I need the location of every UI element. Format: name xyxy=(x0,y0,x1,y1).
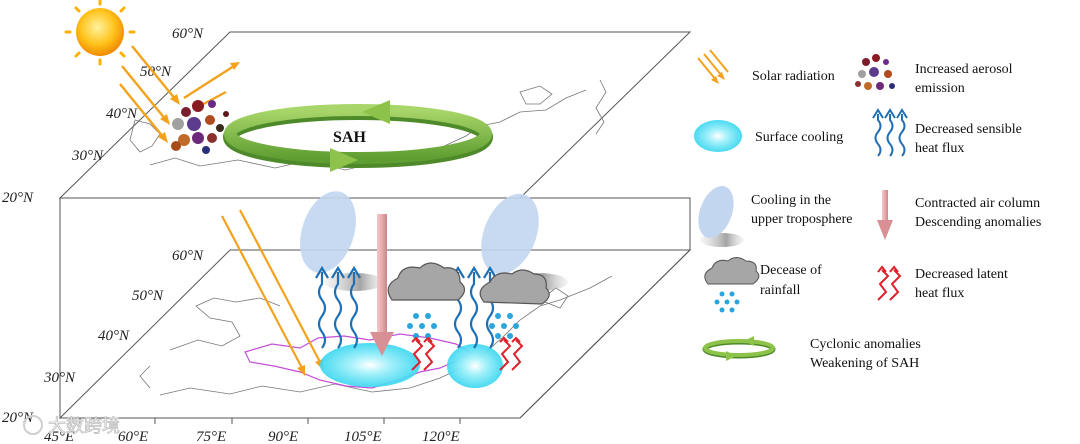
upper-lat-label: 20°N xyxy=(2,190,34,206)
legend-sensible-heat-icon xyxy=(872,108,908,157)
upper-lat-label: 40°N xyxy=(106,106,138,122)
upper-lat-labels: 60°N 50°N 40°N 30°N 20°N xyxy=(2,26,204,206)
upper-lat-label: 50°N xyxy=(140,64,172,80)
sun-icon xyxy=(64,0,136,66)
lower-lat-label: 30°N xyxy=(43,370,76,386)
legend-label: emission xyxy=(915,81,965,96)
legend-label: Decreased sensible xyxy=(915,122,1022,137)
lower-lat-label: 60°N xyxy=(172,248,204,264)
lower-lat-labels: 60°N 50°N 40°N 30°N 20°N xyxy=(2,248,204,426)
upper-lat-label: 30°N xyxy=(71,148,104,164)
legend-rain-cloud-icon xyxy=(704,257,760,313)
descending-arrow xyxy=(370,214,394,356)
legend-surface-cooling-icon xyxy=(694,120,742,152)
legend-label: Weakening of SAH xyxy=(810,356,919,371)
upper-solar-arrows xyxy=(119,45,240,143)
legend-label: heat flux xyxy=(915,286,964,301)
lower-lat-label: 20°N xyxy=(2,410,34,426)
lower-lat-label: 40°N xyxy=(98,328,130,344)
lon-label: 75°E xyxy=(196,429,226,444)
watermark: 大数跨境 xyxy=(23,415,120,437)
lon-label: 60°E xyxy=(118,429,148,444)
lower-lat-label: 50°N xyxy=(132,288,164,304)
legend-label: Decease of xyxy=(760,263,822,278)
lower-plane xyxy=(58,197,692,419)
legend-label: Cooling in the xyxy=(751,193,831,208)
legend-label: Decreased latent xyxy=(915,267,1008,282)
legend-label: Cyclonic anomalies xyxy=(810,337,921,352)
lower-coastline xyxy=(139,275,613,396)
upper-lat-label: 60°N xyxy=(172,26,204,42)
legend-latent-heat-icon xyxy=(877,265,902,301)
legend: Solar radiation Increased aerosol emissi… xyxy=(694,49,1041,371)
legend-label: upper troposphere xyxy=(751,212,852,227)
lower-map-plane xyxy=(58,249,692,419)
surface-cooling xyxy=(320,343,503,388)
rain-cloud-right xyxy=(479,269,550,339)
lon-ticks xyxy=(79,418,461,424)
lon-label: 105°E xyxy=(344,429,382,444)
legend-label: Increased aerosol xyxy=(915,62,1013,77)
legend-label: Descending anomalies xyxy=(915,215,1041,230)
legend-cyclonic-ring-icon xyxy=(702,336,776,361)
lon-label: 120°E xyxy=(422,429,460,444)
aerosol-cluster xyxy=(171,100,229,154)
legend-aerosol-icon xyxy=(855,54,895,90)
lon-label: 90°E xyxy=(268,429,298,444)
legend-label: Surface cooling xyxy=(755,130,843,145)
sensible-heat-waves-left xyxy=(315,265,361,349)
lon-label: 45°E xyxy=(44,429,74,444)
sah-label: SAH xyxy=(333,129,366,146)
rain-cloud-left xyxy=(387,262,466,339)
legend-label: rainfall xyxy=(760,283,801,298)
latent-heat-left xyxy=(411,336,436,371)
legend-label: heat flux xyxy=(915,141,964,156)
legend-upper-cooling-icon xyxy=(698,186,744,247)
sah-ring: SAH xyxy=(223,100,493,172)
latent-heat-right xyxy=(499,336,524,371)
lower-lon-labels: 45°E 60°E 75°E 90°E 105°E 120°E xyxy=(44,429,460,444)
legend-solar-radiation-icon xyxy=(697,49,729,84)
legend-label: Contracted air column xyxy=(915,196,1040,211)
legend-label: Solar radiation xyxy=(752,69,835,84)
legend-descending-arrow-icon xyxy=(877,190,893,240)
watermark-text: 大数跨境 xyxy=(48,416,120,437)
